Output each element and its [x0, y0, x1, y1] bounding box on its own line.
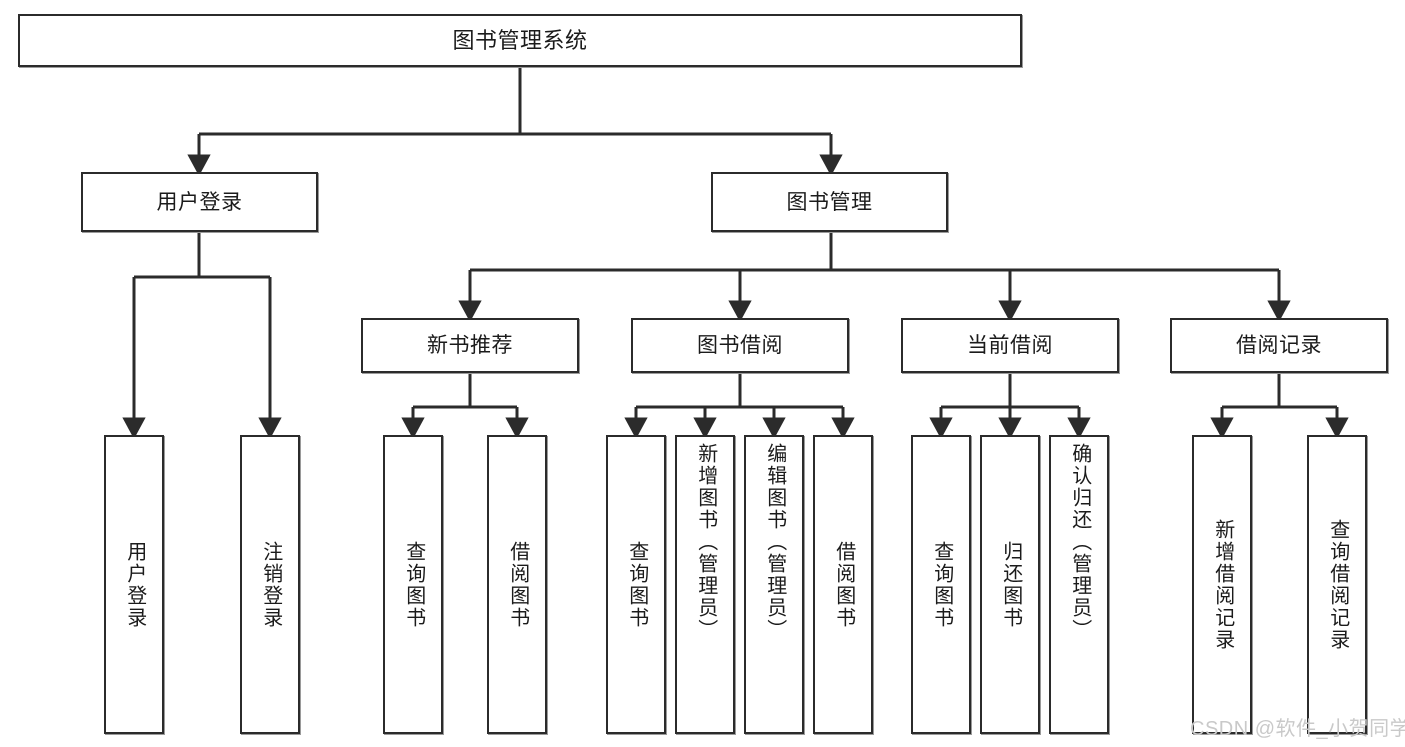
node-label: 图书管理: [786, 190, 873, 214]
node-current-borrow[interactable]: 当前借阅: [901, 318, 1119, 373]
node-leaf-add-borrow-record[interactable]: 新增借阅记录: [1192, 435, 1252, 734]
node-label: 查询借阅记录: [1326, 518, 1349, 651]
node-book-management[interactable]: 图书管理: [711, 172, 948, 232]
node-label: 编辑图书（管理员）: [763, 443, 786, 641]
node-label: 借阅图书: [506, 540, 529, 629]
node-label: 借阅图书: [832, 540, 855, 629]
node-leaf-borrow-book-1[interactable]: 借阅图书: [487, 435, 547, 734]
node-leaf-query-book-2[interactable]: 查询图书: [606, 435, 666, 734]
node-leaf-logout-login[interactable]: 注销登录: [240, 435, 300, 734]
node-leaf-query-book-1[interactable]: 查询图书: [383, 435, 443, 734]
node-label: 注销登录: [259, 540, 282, 629]
node-borrow-record[interactable]: 借阅记录: [1170, 318, 1388, 373]
node-label: 借阅记录: [1236, 334, 1322, 357]
node-leaf-query-borrow-record[interactable]: 查询借阅记录: [1307, 435, 1367, 734]
node-root-system[interactable]: 图书管理系统: [18, 14, 1022, 67]
node-label: 新书推荐: [427, 334, 513, 357]
node-user-login[interactable]: 用户登录: [81, 172, 318, 232]
node-label: 查询图书: [402, 540, 425, 629]
node-label: 图书管理系统: [452, 27, 588, 53]
node-label: 新增借阅记录: [1211, 518, 1234, 651]
node-label: 用户登录: [123, 540, 146, 629]
node-label: 确认归还（管理员）: [1068, 443, 1091, 641]
node-book-borrow[interactable]: 图书借阅: [631, 318, 849, 373]
node-label: 图书借阅: [697, 334, 783, 357]
node-leaf-user-login[interactable]: 用户登录: [104, 435, 164, 734]
node-label: 归还图书: [999, 540, 1022, 629]
node-leaf-borrow-book-2[interactable]: 借阅图书: [813, 435, 873, 734]
node-label: 用户登录: [156, 190, 243, 214]
node-leaf-edit-book-admin[interactable]: 编辑图书（管理员）: [744, 435, 804, 734]
node-label: 当前借阅: [967, 334, 1053, 357]
node-leaf-add-book-admin[interactable]: 新增图书（管理员）: [675, 435, 735, 734]
node-label: 新增图书（管理员）: [694, 443, 717, 641]
node-new-book-recommend[interactable]: 新书推荐: [361, 318, 579, 373]
node-label: 查询图书: [930, 540, 953, 629]
node-leaf-return-book[interactable]: 归还图书: [980, 435, 1040, 734]
node-leaf-query-book-3[interactable]: 查询图书: [911, 435, 971, 734]
node-leaf-confirm-return-admin[interactable]: 确认归还（管理员）: [1049, 435, 1109, 734]
node-label: 查询图书: [625, 540, 648, 629]
